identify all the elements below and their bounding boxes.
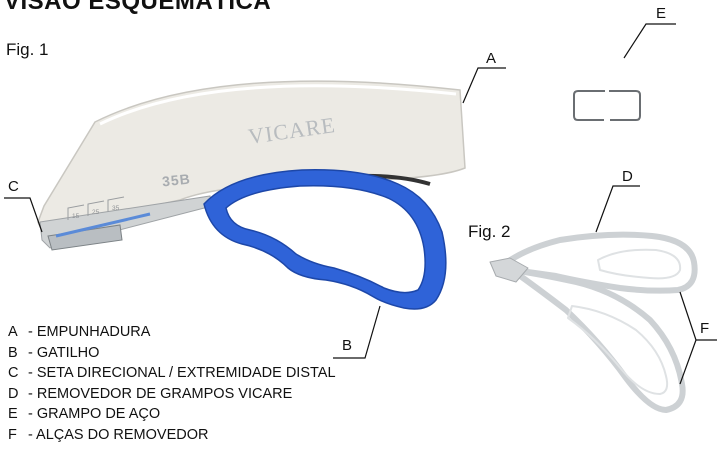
- legend-text: - EMPUNHADURA: [28, 322, 150, 343]
- remover-upper-opening: [598, 250, 680, 279]
- leader-line-f: [680, 292, 717, 384]
- legend-key: F: [8, 425, 28, 446]
- size-mark-15: 15: [72, 213, 80, 220]
- legend-item: A- EMPUNHADURA: [8, 322, 336, 343]
- leader-line-a: [463, 68, 506, 103]
- legend-item: B- GATILHO: [8, 343, 336, 364]
- callout-c: C: [8, 178, 19, 195]
- size-mark-25: 25: [92, 209, 100, 216]
- legend-list: A- EMPUNHADURA B- GATILHO C- SETA DIRECI…: [8, 322, 336, 446]
- legend-key: A: [8, 322, 28, 343]
- callout-b: B: [342, 337, 352, 354]
- legend-key: E: [8, 404, 28, 425]
- leader-line-d: [596, 186, 640, 232]
- callout-a: A: [486, 50, 496, 67]
- legend-key: D: [8, 384, 28, 405]
- legend-text: - REMOVEDOR DE GRAMPOS VICARE: [28, 384, 292, 405]
- legend-text: - GRAMPO DE AÇO: [28, 404, 160, 425]
- model-marking: 35B: [161, 171, 191, 190]
- staple-remover-illustration: [490, 235, 695, 410]
- leader-line-c: [4, 198, 42, 232]
- callout-e: E: [656, 5, 666, 22]
- legend-key: C: [8, 363, 28, 384]
- legend-item: D- REMOVEDOR DE GRAMPOS VICARE: [8, 384, 336, 405]
- legend-text: - GATILHO: [28, 343, 99, 364]
- callout-d: D: [622, 168, 633, 185]
- legend-text: - ALÇAS DO REMOVEDOR: [28, 425, 208, 446]
- staple-outline: [574, 91, 640, 120]
- callout-f: F: [700, 320, 709, 337]
- size-mark-35: 35: [112, 205, 120, 212]
- stapler-illustration: 15 25 35: [38, 81, 465, 309]
- legend-key: B: [8, 343, 28, 364]
- leader-line-b: [333, 306, 380, 358]
- legend-item: E- GRAMPO DE AÇO: [8, 404, 336, 425]
- legend-item: F- ALÇAS DO REMOVEDOR: [8, 425, 336, 446]
- trigger-handle: [204, 170, 446, 309]
- steel-staple: [574, 91, 640, 120]
- legend-item: C- SETA DIRECIONAL / EXTREMIDADE DISTAL: [8, 363, 336, 384]
- leader-line-e: [624, 24, 676, 58]
- legend-text: - SETA DIRECIONAL / EXTREMIDADE DISTAL: [28, 363, 336, 384]
